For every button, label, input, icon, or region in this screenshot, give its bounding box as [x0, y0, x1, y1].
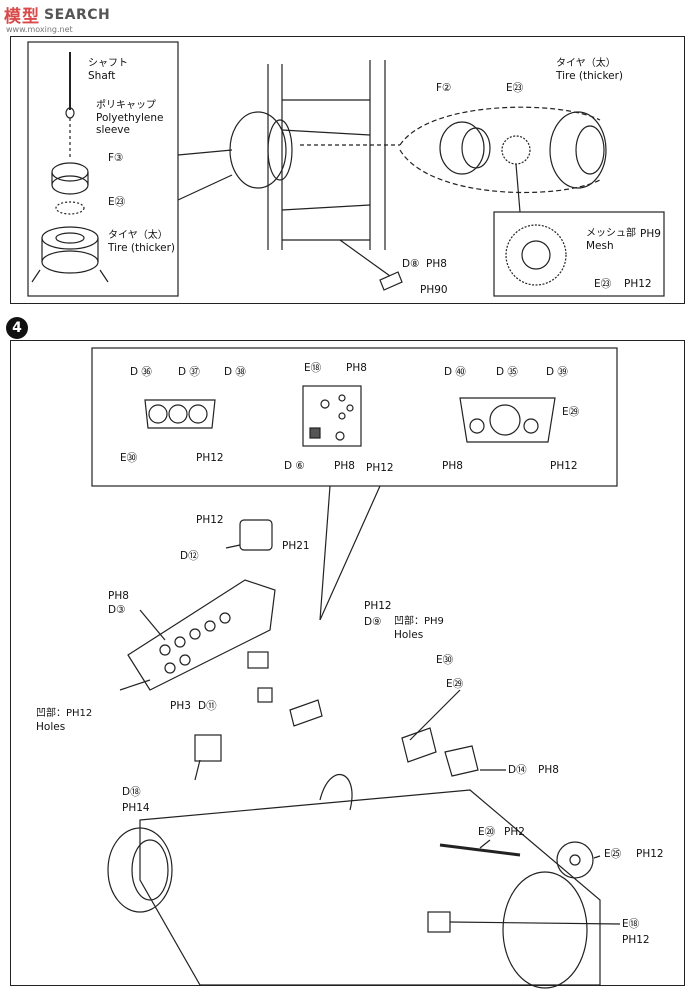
main-ph12c: PH12 [636, 848, 664, 860]
inset-ph12b: PH12 [366, 462, 394, 474]
mesh-e23 [501, 135, 531, 165]
part-e30 [289, 699, 323, 727]
main-d12: D⑫ [180, 550, 199, 562]
part-e23-label: E㉓ [108, 196, 126, 208]
dash-holes [159, 612, 231, 674]
main-d18: D⑱ [122, 786, 141, 798]
inset-ph8b: PH8 [334, 460, 355, 472]
watermark-logo: 模型 [4, 7, 40, 27]
inset-d35: D ㉟ [496, 366, 518, 378]
main-d14: D⑭ [508, 764, 527, 776]
part-d12 [239, 519, 273, 551]
shaft-label-en: Shaft [88, 70, 116, 82]
inset-d36: D ㊱ [130, 366, 152, 378]
main-d11: D⑪ [198, 700, 217, 712]
main-e25: E㉕ [604, 848, 622, 860]
part-d9 [247, 651, 269, 669]
watermark: 模型 SEARCH [4, 2, 111, 28]
polycap-label-jp: ポリキャップ [96, 100, 156, 111]
main-ph8: PH8 [108, 590, 129, 602]
polycap-label-en1: Polyethylene [96, 112, 164, 124]
main-e29: E㉙ [446, 678, 464, 690]
part-e29 [401, 727, 437, 763]
main-e20: E⑳ [478, 826, 496, 838]
part-f3-label: F③ [108, 152, 124, 164]
tire2-label-en: Tire (thicker) [556, 70, 624, 82]
main-holes-jp: 凹部：PH9 [394, 616, 444, 627]
mesh-ph9-label: PH9 [640, 228, 661, 240]
dashboard-inset-frame [91, 347, 618, 487]
wheel-inset-frame [27, 41, 179, 297]
inset-ph12a: PH12 [196, 452, 224, 464]
steering-shaft [439, 843, 521, 857]
main-holes2: Holes [36, 721, 66, 733]
part-e23b-label: E㉓ [506, 82, 524, 94]
chassis-tub [139, 789, 601, 986]
main-d3: D③ [108, 604, 126, 616]
shaft-label-jp: シャフト [88, 58, 128, 69]
mesh-inset-frame [493, 211, 665, 297]
part-e18 [427, 911, 451, 933]
main-holes2-jp: 凹部：PH12 [36, 708, 93, 719]
main-ph14: PH14 [122, 802, 150, 814]
mesh-label-jp: メッシュ部 [586, 228, 636, 239]
main-ph21: PH21 [282, 540, 310, 552]
front-right-tire [502, 871, 588, 989]
main-ph2: PH2 [504, 826, 525, 838]
inset-d40: D ㊵ [444, 366, 466, 378]
part-f2-label: F② [436, 82, 452, 94]
inset-ph12c: PH12 [550, 460, 578, 472]
main-ph3: PH3 [170, 700, 191, 712]
main-holes: Holes [394, 629, 424, 641]
main-ph12b: PH12 [364, 600, 392, 612]
part-d11 [257, 687, 273, 703]
inset-ph8c: PH8 [442, 460, 463, 472]
ph90-label: PH90 [420, 284, 448, 296]
mesh-ph12-label: PH12 [624, 278, 652, 290]
mesh-e23-label: E㉓ [594, 278, 612, 290]
step-number-badge: 4 [6, 317, 28, 339]
inset-callout [319, 485, 381, 621]
rear-left-tire [107, 827, 173, 913]
roll-hoop [319, 773, 353, 811]
step-panel-top [10, 36, 685, 304]
inset-e30: E㉚ [120, 452, 138, 464]
tire-label-jp: タイヤ（太） [108, 230, 168, 241]
tire-label-en: Tire (thicker) [108, 242, 176, 254]
main-ph12: PH12 [196, 514, 224, 526]
dashboard-panel [127, 579, 276, 691]
main-ph8c: PH8 [538, 764, 559, 776]
inset-d38: D ㊳ [224, 366, 246, 378]
watermark-url: www.moxing.net [6, 25, 73, 34]
tire2-label-jp: タイヤ（太） [556, 58, 616, 69]
inset-e18: E⑱ [304, 362, 322, 374]
main-ph12d: PH12 [622, 934, 650, 946]
ph8-label: PH8 [426, 258, 447, 270]
polycap-label-en2: sleeve [96, 124, 130, 136]
inset-e29: E㉙ [562, 406, 580, 418]
steering-wheel [556, 841, 594, 879]
inset-leader-2 [177, 174, 233, 201]
main-d9: D⑨ [364, 616, 382, 628]
part-d8-label: D⑧ [402, 258, 420, 270]
part-d18 [194, 734, 222, 762]
tire-thicker [549, 111, 607, 189]
part-d14 [444, 745, 479, 777]
inset-d39: D ㊴ [546, 366, 568, 378]
inset-d37: D ㊲ [178, 366, 200, 378]
wheel-f2 [439, 121, 485, 175]
watermark-word: SEARCH [44, 6, 111, 23]
mesh-label-en: Mesh [586, 240, 614, 252]
main-e30: E㉚ [436, 654, 454, 666]
inset-d6: D ⑥ [284, 460, 305, 472]
left-tire [229, 111, 287, 189]
inset-ph8a: PH8 [346, 362, 367, 374]
main-e18: E⑱ [622, 918, 640, 930]
inset-leader [177, 149, 233, 156]
